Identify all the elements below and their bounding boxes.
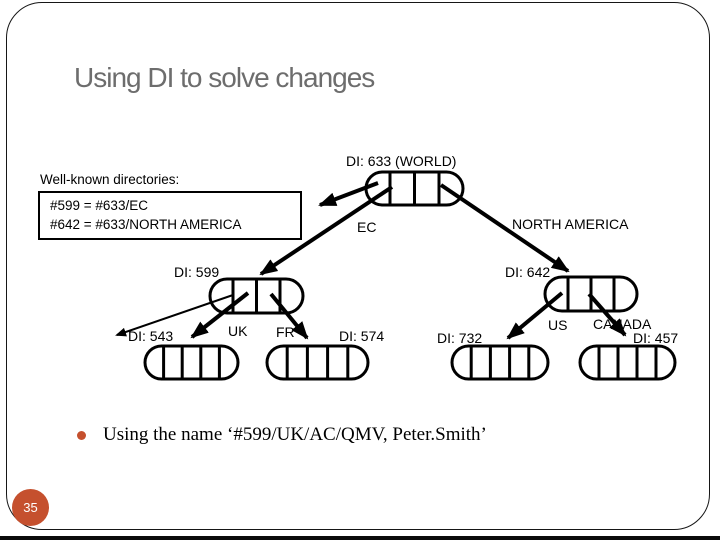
label-node-642: DI: 642	[505, 264, 550, 280]
label-node-543: DI: 543	[128, 328, 173, 344]
arrow-na-to-642	[439, 183, 570, 273]
node-599	[208, 277, 305, 315]
label-edge-canada: CANADA	[593, 316, 652, 332]
arrow-canada-to-457	[587, 292, 627, 337]
label-edge-north-america: NORTH AMERICA	[512, 216, 629, 232]
bullet-text: Using the name ‘#599/UK/AC/QMV, Peter.Sm…	[103, 424, 487, 445]
arrow-ec-to-599	[259, 185, 394, 276]
arrow-world-to-box	[318, 181, 379, 207]
bottom-edge-bar	[0, 536, 720, 540]
label-edge-fr: FR	[276, 324, 295, 340]
label-node-574: DI: 574	[339, 328, 384, 344]
label-edge-us: US	[548, 317, 567, 333]
slide-title: Using DI to solve changes	[74, 62, 375, 93]
slide-border-frame	[6, 2, 710, 530]
well-known-directories-box: #599 = #633/EC #642 = #633/NORTH AMERICA	[38, 191, 302, 240]
label-edge-uk: UK	[228, 323, 248, 339]
node-732	[450, 344, 550, 381]
label-edge-ec: EC	[357, 219, 376, 235]
arrow-us-to-732	[506, 291, 564, 340]
well-known-directories-label: Well-known directories:	[40, 172, 180, 187]
well-known-entry: #642 = #633/NORTH AMERICA	[50, 217, 242, 232]
node-543	[143, 344, 240, 381]
bullet-dot	[77, 431, 86, 440]
arrow-uk-to-543	[190, 291, 250, 339]
node-457	[578, 344, 677, 381]
well-known-entry: #599 = #633/EC	[50, 198, 148, 213]
label-node-599: DI: 599	[174, 264, 219, 280]
page-number-badge: 35	[12, 489, 49, 526]
label-node-457: DI: 457	[633, 330, 678, 346]
label-node-732: DI: 732	[437, 330, 482, 346]
label-node-world: DI: 633 (WORLD)	[346, 153, 456, 169]
node-574	[265, 344, 370, 381]
arrow-fr-to-574	[269, 292, 309, 340]
arrow-599-dangling-left	[115, 294, 234, 337]
